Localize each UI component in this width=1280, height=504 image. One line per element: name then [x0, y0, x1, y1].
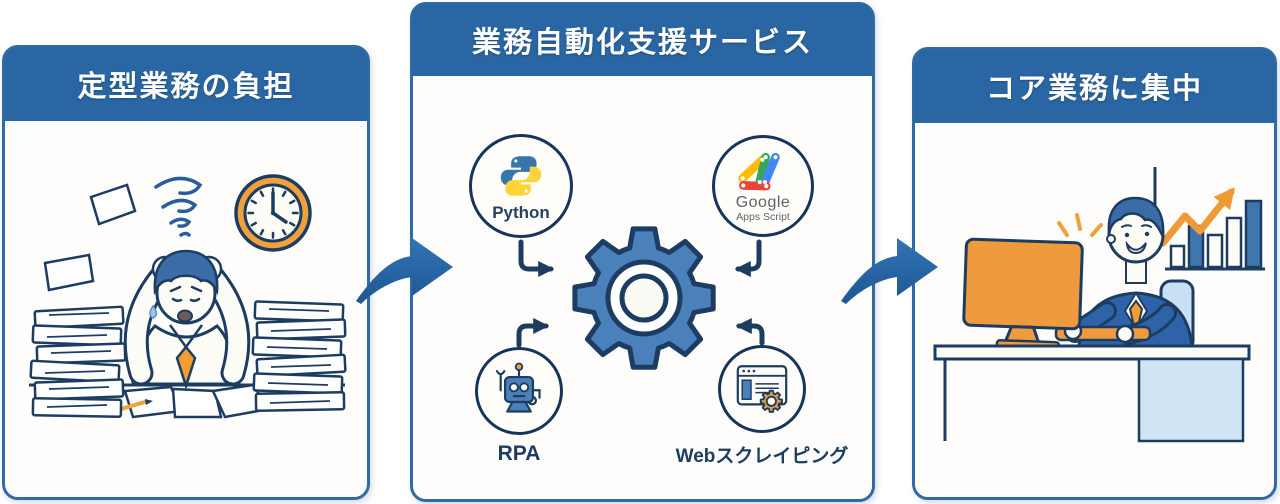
tool-rpa: [475, 347, 563, 435]
flying-papers-icon: [43, 183, 137, 292]
python-label: Python: [492, 202, 550, 222]
sweat-drop-icon: [149, 304, 158, 319]
focused-worker-illustration: [933, 167, 1265, 443]
bar-chart-icon: [1153, 167, 1265, 271]
desk-icon: [933, 344, 1251, 443]
apps-script-label: Apps Script: [736, 211, 790, 224]
panel-service-title: 業務自動化支援サービス: [471, 27, 813, 59]
swoosh-arrow-right-icon: [841, 238, 938, 304]
sparkle-icon: [1057, 213, 1103, 237]
panel-outcome-title: コア業務に集中: [985, 73, 1203, 105]
panel-outcome: コア業務に集中: [912, 47, 1277, 500]
panel-problem-title: 定型業務の負担: [77, 71, 295, 103]
dizzy-swirl-icon: [154, 176, 203, 237]
stressed-worker: [123, 249, 251, 391]
paper-stack-left-icon: [29, 305, 127, 418]
panel-service: 業務自動化支援サービス: [410, 2, 875, 502]
rpa-label: RPA: [497, 442, 541, 465]
tool-web-scraping: [718, 345, 806, 433]
rpa-to-gear-arrow-icon: [516, 317, 550, 348]
right-hand: [1115, 324, 1135, 344]
web-to-gear-arrow-icon: [735, 317, 765, 346]
automation-flow-diagram: [516, 226, 765, 370]
gear-icon: [572, 226, 716, 370]
tool-python: Python: [469, 134, 573, 238]
swoosh-arrow-left-icon: [356, 238, 453, 304]
clock-icon: [234, 174, 312, 252]
panel-outcome-header: コア業務に集中: [914, 49, 1275, 123]
panel-problem-header: 定型業務の負担: [4, 47, 368, 121]
google-label: Google: [735, 194, 791, 212]
web-scraping-icon: [736, 365, 788, 413]
paper-stack-right-icon: [251, 300, 347, 412]
panel-problem: 定型業務の負担: [2, 45, 370, 500]
web-scraping-label: Webスクレイピング: [675, 446, 849, 467]
gas-to-gear-arrow-icon: [734, 239, 762, 278]
rpa-robot-icon: [495, 362, 541, 413]
python-to-gear-arrow-icon: [518, 239, 555, 278]
python-logo-icon: [500, 155, 542, 196]
small-gear-icon: [759, 389, 783, 413]
stressed-worker-illustration: [29, 174, 347, 419]
trend-arrow-icon: [1159, 187, 1235, 247]
google-apps-script-logo-icon: [738, 153, 780, 191]
happy-worker: [1065, 196, 1194, 349]
tool-google-apps-script: Google Apps Script: [712, 135, 814, 237]
desk-drawer: [1137, 357, 1245, 443]
panel-service-header: 業務自動化支援サービス: [412, 4, 873, 76]
